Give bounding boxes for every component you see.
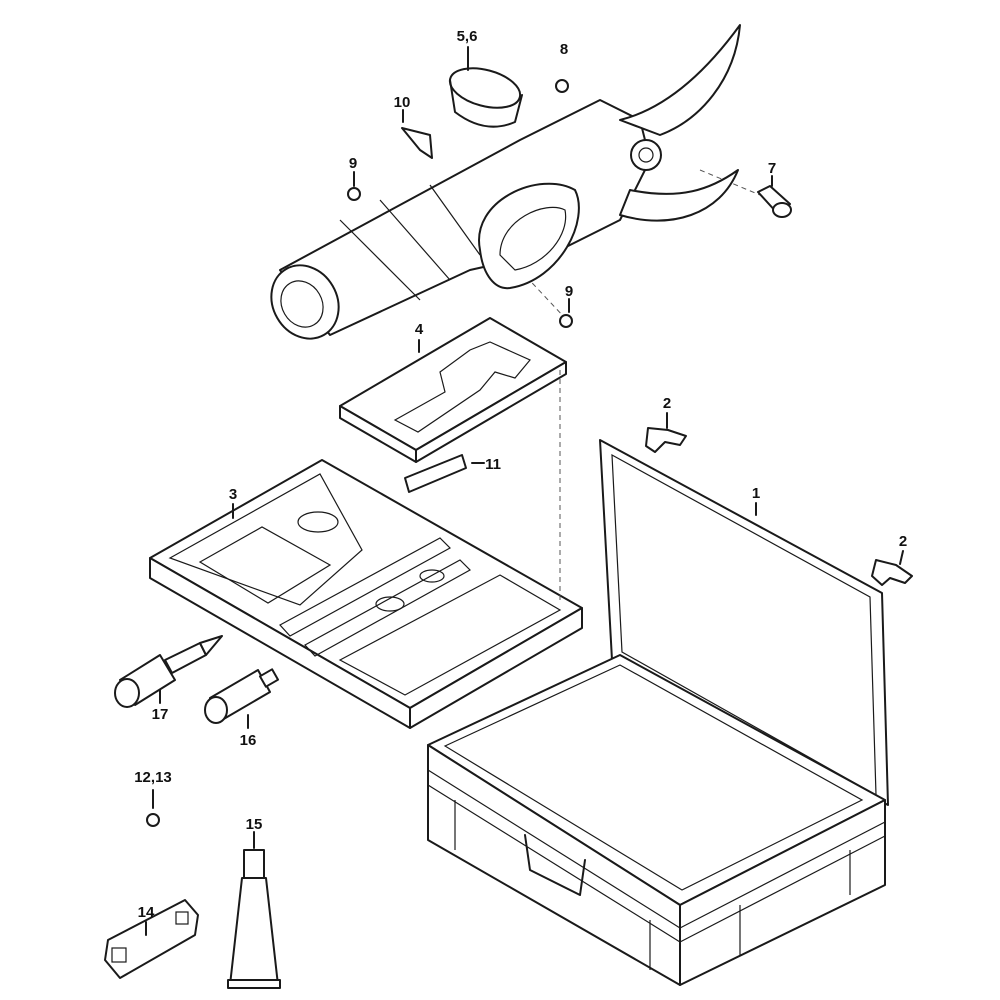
screw-part-9b	[559, 298, 573, 328]
sleeve-part-5-6	[448, 46, 523, 128]
callout-9b: 9	[565, 283, 573, 300]
leader-line	[899, 550, 904, 565]
plate-part-11	[404, 454, 485, 493]
screw-part-9a	[347, 171, 361, 201]
callout-9a: 9	[349, 155, 357, 172]
grease-tube-part-15	[227, 831, 281, 989]
callout-8: 8	[560, 41, 568, 58]
latch-part-2b	[871, 559, 913, 586]
callout-11: 11	[485, 456, 501, 473]
callout-1: 1	[752, 485, 760, 502]
case-base	[427, 654, 886, 986]
callout-10: 10	[394, 94, 411, 111]
callout-14: 14	[138, 904, 155, 921]
callout-7: 7	[768, 160, 776, 177]
callout-15: 15	[246, 816, 263, 833]
guide-line	[699, 169, 761, 196]
latch-part-2a	[645, 427, 687, 453]
callout-2a: 2	[663, 395, 671, 412]
ring-part-8	[555, 79, 569, 93]
pin-part-7	[757, 175, 792, 218]
socket-part-16	[204, 668, 280, 729]
clip-part-10	[401, 127, 433, 159]
callout-3: 3	[229, 486, 237, 503]
callout-16: 16	[240, 732, 257, 749]
tray-part-4	[339, 317, 567, 463]
callout-4: 4	[415, 321, 424, 338]
callout-12-13: 12,13	[134, 769, 172, 786]
pruning-shears	[270, 24, 741, 340]
wrench-part-14	[104, 899, 199, 979]
callout-5-6: 5,6	[457, 28, 478, 45]
callout-17: 17	[152, 706, 169, 723]
tray-part-3	[149, 459, 583, 729]
callout-2b: 2	[899, 533, 907, 550]
clip-part-12-13	[146, 789, 160, 827]
tool-part-17	[114, 635, 223, 708]
